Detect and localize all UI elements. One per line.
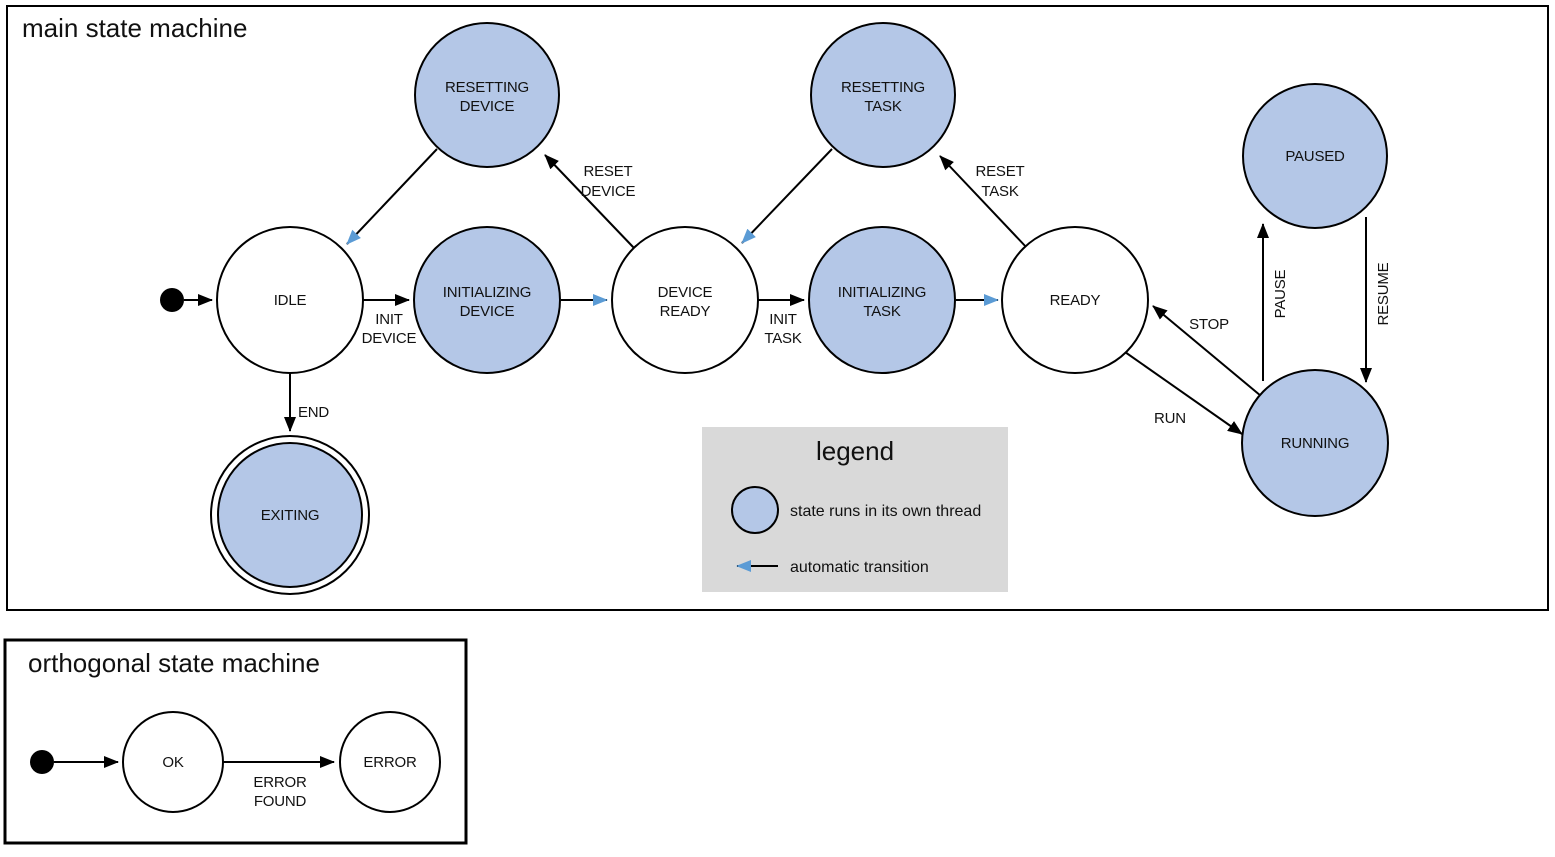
state-ready: READY (1001, 226, 1149, 374)
state-label: INITIALIZING (838, 284, 926, 301)
edge-label-stop: STOP (1189, 316, 1229, 333)
edge-label-run: RUN (1154, 410, 1186, 427)
state-exiting-final: EXITING (210, 435, 370, 595)
state-label: EXITING (261, 507, 320, 524)
state-label: READY (1050, 292, 1101, 309)
edge-label-resume: RESUME (1375, 262, 1392, 325)
state-device-ready: DEVICE READY (611, 226, 759, 374)
state-label: INITIALIZING (443, 284, 531, 301)
legend-auto-label: automatic transition (790, 559, 929, 576)
edge-label-init-task-2: TASK (764, 330, 801, 347)
main-frame (6, 5, 1549, 611)
state-label: READY (660, 303, 711, 320)
edge-label-end: END (298, 404, 329, 421)
edge-label-init-task: INIT (769, 311, 797, 328)
state-label: DEVICE (460, 303, 515, 320)
state-label: IDLE (274, 292, 307, 309)
orthogonal-title: orthogonal state machine (28, 648, 320, 678)
state-running: RUNNING (1241, 369, 1389, 517)
orthogonal-initial-state-dot (30, 750, 54, 774)
state-resetting-device: RESETTING DEVICE (414, 22, 560, 168)
legend-title: legend (816, 436, 894, 466)
state-label: TASK (863, 303, 900, 320)
edge-running-to-ready-stop (1152, 305, 1262, 397)
edge-label-init-device-2: DEVICE (362, 330, 417, 347)
orthogonal-frame (3, 638, 468, 845)
edge-resetting-task-to-device-ready-auto (741, 148, 833, 244)
state-label: DEVICE (460, 98, 515, 115)
state-error: ERROR (339, 711, 441, 813)
edge-resetting-device-to-idle-auto (346, 148, 438, 245)
legend-threaded-state-icon (731, 486, 779, 534)
edge-label-reset-task: RESET (975, 163, 1024, 180)
state-label: ERROR (363, 754, 417, 771)
edge-label-error-found: ERROR (253, 774, 307, 791)
edge-label-reset-device-2: DEVICE (581, 183, 636, 200)
state-ok: OK (122, 711, 224, 813)
state-label: RESETTING (445, 79, 529, 96)
state-initializing-task: INITIALIZING TASK (808, 226, 956, 374)
main-initial-state-dot (160, 288, 184, 312)
state-paused: PAUSED (1242, 83, 1388, 229)
edge-ready-to-resetting-task (939, 155, 1029, 250)
main-title: main state machine (22, 13, 247, 43)
legend-threaded-label: state runs in its own thread (790, 503, 981, 520)
state-label: OK (162, 754, 183, 771)
edge-device-ready-to-resetting-device (544, 154, 635, 249)
edge-label-reset-device: RESET (583, 163, 632, 180)
orthogonal-state-machine: orthogonal state machine ERROR FOUND OK … (3, 638, 468, 845)
edge-ready-to-running-run (1124, 351, 1243, 435)
state-initializing-device: INITIALIZING DEVICE (413, 226, 561, 374)
state-resetting-task: RESETTING TASK (810, 22, 956, 168)
edge-label-pause: PAUSE (1272, 269, 1289, 318)
state-label: PAUSED (1285, 148, 1345, 165)
edge-label-error-found-2: FOUND (254, 793, 307, 810)
legend: legend state runs in its own thread auto… (702, 427, 1008, 592)
edge-label-init-device: INIT (375, 311, 403, 328)
main-state-machine: main state machine INIT DEVICE INIT TASK… (6, 5, 1549, 611)
state-label: RUNNING (1281, 435, 1350, 452)
edge-label-reset-task-2: TASK (981, 183, 1018, 200)
state-idle: IDLE (216, 226, 364, 374)
state-label: RESETTING (841, 79, 925, 96)
state-label: DEVICE (658, 284, 713, 301)
state-label: TASK (864, 98, 901, 115)
